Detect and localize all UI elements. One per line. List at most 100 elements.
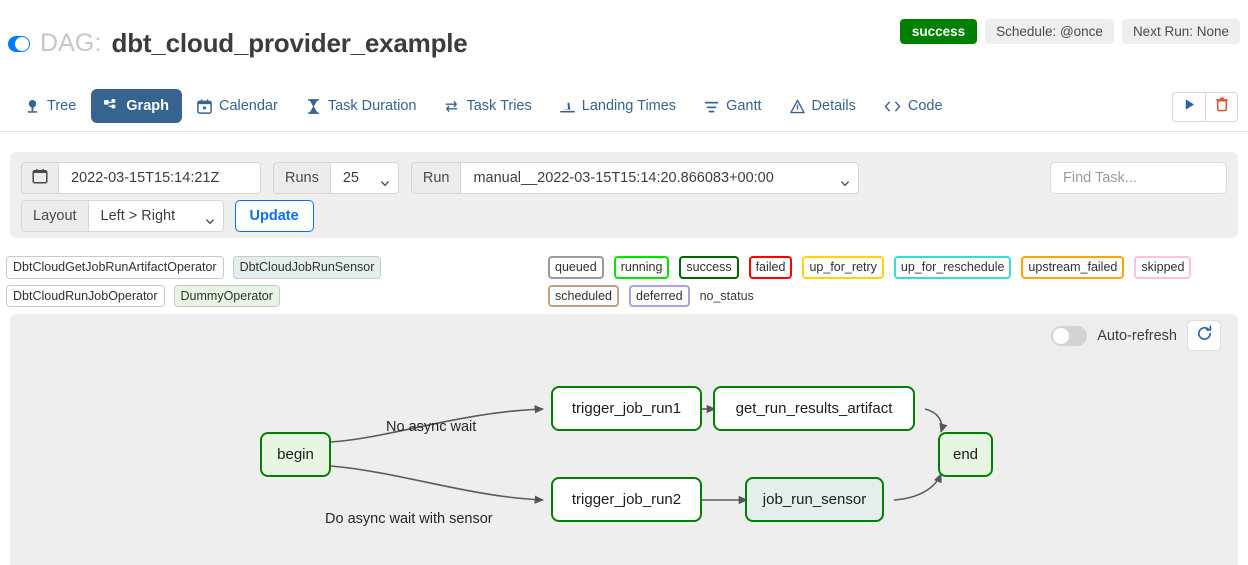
graph-canvas[interactable]: Auto-refresh (10, 314, 1238, 565)
runs-select-value: 25 (342, 170, 359, 186)
find-task-input[interactable]: Find Task... (1050, 162, 1227, 194)
edge-label-no-async-wait: No async wait (386, 419, 477, 435)
trigger-dag-button[interactable] (1172, 92, 1205, 122)
legend-operator-chip[interactable]: DbtCloudJobRunSensor (232, 256, 382, 279)
graph-icon (104, 98, 119, 114)
landing-icon (559, 99, 575, 114)
tab-gantt[interactable]: Gantt (691, 89, 774, 123)
legend-status-skipped[interactable]: skipped (1134, 256, 1192, 279)
dag-pause-toggle[interactable] (8, 35, 30, 52)
status-badge: success (899, 19, 978, 44)
next-run-badge: Next Run: None (1121, 19, 1240, 44)
task-node-label: begin (277, 446, 314, 463)
task-node-trigger-job-run2[interactable]: trigger_job_run2 (551, 477, 702, 522)
legend-status-failed[interactable]: failed (748, 256, 793, 279)
play-icon (1183, 98, 1196, 116)
tab-landing-times[interactable]: Landing Times (547, 89, 689, 123)
filter-bar: 2022-03-15T15:14:21Z Runs 25 Run manual_… (10, 152, 1238, 238)
update-button[interactable]: Update (234, 200, 314, 232)
code-icon (884, 99, 901, 114)
tab-calendar[interactable]: Calendar (184, 89, 291, 123)
dag-run-select-value: manual__2022-03-15T15:14:20.866083+00:00 (473, 170, 774, 186)
runs-select[interactable]: 25 (330, 162, 399, 194)
task-node-get-run-results-artifact[interactable]: get_run_results_artifact (713, 386, 915, 431)
layout-select-value: Left > Right (100, 208, 176, 224)
tab-graph[interactable]: Graph (91, 89, 182, 123)
tab-tree[interactable]: Tree (12, 89, 89, 123)
edge-begin-to-trigger1 (330, 405, 545, 443)
tab-label: Code (907, 98, 943, 114)
legend: DbtCloudGetJobRunArtifactOperator DbtClo… (0, 256, 1248, 308)
legend-status-scheduled[interactable]: scheduled (548, 284, 619, 307)
tab-label: Calendar (218, 98, 278, 114)
tab-label: Details (811, 98, 856, 114)
layout-select[interactable]: Left > Right (88, 200, 224, 232)
tab-details[interactable]: Details (777, 89, 869, 123)
hourglass-icon (306, 98, 321, 114)
tab-list: Tree Graph Calendar Task Duration (12, 80, 956, 132)
legend-status-deferred[interactable]: deferred (629, 284, 690, 307)
legend-operators: DbtCloudGetJobRunArtifactOperator DbtClo… (6, 256, 536, 307)
tab-label: Tree (47, 98, 77, 114)
task-node-trigger-job-run1[interactable]: trigger_job_run1 (551, 386, 702, 431)
delete-dag-button[interactable] (1205, 92, 1238, 122)
task-node-end[interactable]: end (938, 432, 993, 477)
task-node-label: trigger_job_run2 (571, 491, 682, 508)
tab-label: Graph (126, 98, 169, 114)
legend-operator-chip[interactable]: DummyOperator (173, 284, 280, 307)
task-node-label: get_run_results_artifact (735, 400, 893, 417)
gantt-icon (704, 99, 719, 114)
legend-operator-chip[interactable]: DbtCloudGetJobRunArtifactOperator (6, 256, 224, 279)
edge-label-do-async-wait: Do async wait with sensor (325, 511, 493, 527)
page-title: DAG: dbt_cloud_provider_example (8, 28, 468, 59)
legend-status-success[interactable]: success (679, 256, 739, 279)
chevron-down-icon (841, 175, 850, 187)
task-node-begin[interactable]: begin (260, 432, 331, 477)
execution-date-input[interactable]: 2022-03-15T15:14:21Z (59, 162, 261, 194)
legend-status-upstream-failed[interactable]: upstream_failed (1021, 256, 1125, 279)
calendar-icon (197, 98, 212, 114)
find-task-placeholder: Find Task... (1063, 170, 1137, 186)
calendar-icon (32, 168, 48, 188)
legend-statuses: queued running success failed up_for_ret… (548, 256, 1248, 307)
task-node-label: end (952, 446, 979, 463)
tab-code[interactable]: Code (871, 89, 956, 123)
tab-label: Task Duration (327, 98, 417, 114)
filter-row-bottom: Layout Left > Right Update (21, 200, 1227, 232)
chevron-down-icon (380, 175, 389, 187)
edge-sensor-to-end (893, 473, 942, 501)
edge-artifact-to-end (924, 408, 948, 433)
dag-action-buttons (1172, 92, 1238, 122)
legend-status-queued[interactable]: queued (548, 256, 604, 279)
auto-refresh-label: Auto-refresh (1097, 327, 1177, 344)
tab-task-tries[interactable]: Task Tries (431, 89, 544, 123)
auto-refresh-toggle[interactable] (1051, 325, 1088, 346)
triangle-alert-icon (789, 99, 805, 114)
tab-label: Task Tries (466, 98, 532, 114)
tab-label: Landing Times (581, 98, 677, 114)
refresh-button[interactable] (1187, 320, 1221, 351)
filter-row-top: 2022-03-15T15:14:21Z Runs 25 Run manual_… (21, 162, 1227, 194)
dag-run-select[interactable]: manual__2022-03-15T15:14:20.866083+00:00 (461, 162, 860, 194)
legend-operator-chip[interactable]: DbtCloudRunJobOperator (6, 284, 165, 307)
date-picker-button[interactable] (21, 162, 59, 194)
tab-bar: Tree Graph Calendar Task Duration (0, 80, 1248, 132)
legend-status-up-for-reschedule[interactable]: up_for_reschedule (893, 256, 1012, 279)
header-badges: success Schedule: @once Next Run: None (899, 19, 1240, 44)
dag-label: DAG: (40, 29, 102, 57)
legend-status-no-status: no_status (699, 288, 754, 303)
schedule-badge[interactable]: Schedule: @once (985, 19, 1114, 44)
legend-status-running[interactable]: running (613, 256, 670, 279)
layout-label: Layout (21, 200, 89, 232)
graph-edges (330, 404, 948, 505)
retry-icon (444, 99, 459, 114)
dag-name: dbt_cloud_provider_example (111, 28, 468, 58)
task-node-job-run-sensor[interactable]: job_run_sensor (745, 477, 884, 522)
page-header: DAG: dbt_cloud_provider_example success … (0, 0, 1248, 72)
task-node-label: job_run_sensor (762, 491, 867, 508)
tab-task-duration[interactable]: Task Duration (293, 89, 430, 123)
chevron-down-icon (205, 213, 214, 225)
task-node-label: trigger_job_run1 (571, 400, 682, 417)
legend-status-up-for-retry[interactable]: up_for_retry (802, 256, 884, 279)
